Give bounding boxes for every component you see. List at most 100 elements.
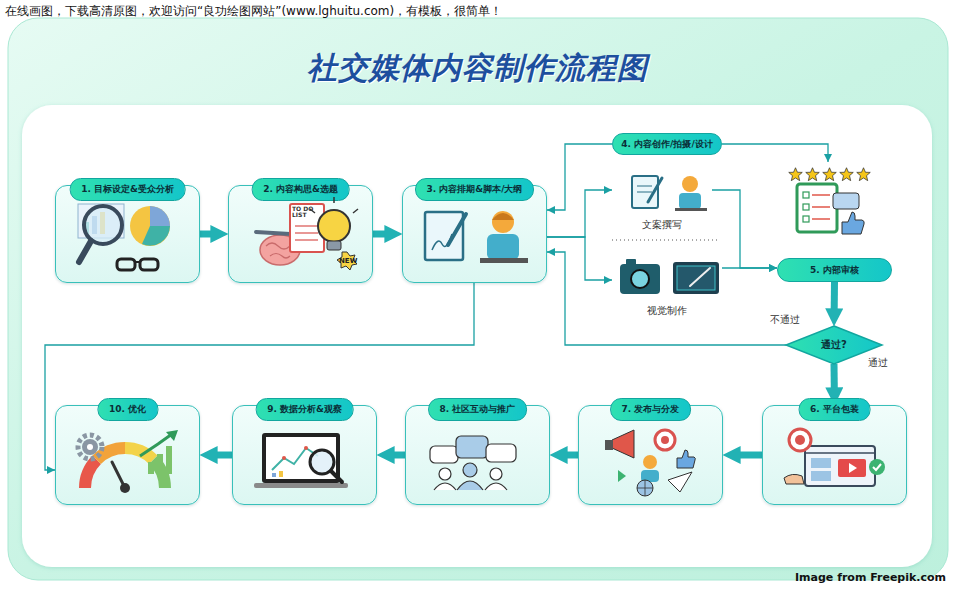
packaging-icon-part (869, 459, 885, 475)
idea-icon-part (266, 243, 290, 258)
clipboard-text: TO DO LIST (292, 206, 322, 218)
community-icon-part (456, 436, 488, 458)
optimise-icon-part (97, 448, 125, 460)
idea-icon-part (256, 232, 290, 234)
copywriting-icon-part (648, 178, 662, 202)
visual-icon (620, 259, 719, 294)
optimise-icon (78, 430, 178, 493)
flow-connector (547, 237, 612, 280)
optimise-icon-part (78, 435, 102, 459)
publish-icon-part (612, 430, 634, 458)
publish-icon-part (637, 480, 653, 496)
optimise-icon-part (120, 483, 130, 493)
block-arrow (831, 282, 838, 312)
idea-icon-part (318, 210, 350, 242)
analysis-icon-part (130, 206, 170, 246)
inner-panel-part (22, 105, 932, 567)
publish-icon-part (661, 436, 669, 444)
analysis-icon-part (84, 206, 122, 244)
step-card: 1. 目标设定&受众分析 (55, 185, 200, 283)
schedule-icon-part (492, 213, 514, 220)
optimise-icon-part (166, 430, 178, 441)
rating-icon-part (812, 194, 830, 196)
step-heading: 3. 内容排期&脚本/大纲 (415, 178, 535, 201)
rating-icon-part (833, 193, 859, 209)
optimise-icon-part (125, 448, 153, 460)
packaging-icon-part (838, 459, 866, 477)
schedule-icon-part (448, 214, 466, 245)
analysis-icon-part (117, 259, 135, 270)
packaging-icon-part (789, 429, 811, 451)
idea-icon-part (337, 252, 357, 270)
diagram-title: 社交媒体内容制作流程图 (0, 48, 955, 89)
community-icon-part (430, 446, 458, 463)
block-arrow (373, 231, 388, 238)
copywriting-icon-part (637, 192, 652, 193)
schedule-icon (425, 211, 528, 263)
idea-icon-part (295, 225, 318, 226)
step-heading: 6. 平台包装 (798, 398, 871, 421)
step-heading: 9. 数据分析&观察 (255, 398, 354, 421)
step-heading: 2. 内容构思&选题 (251, 178, 350, 201)
schedule-icon-part (480, 258, 528, 263)
block-arrow (564, 452, 578, 459)
step-heading: 1. 目标设定&受众分析 (69, 178, 186, 201)
analysis-icon-part (78, 204, 124, 238)
block-arrow (831, 364, 838, 391)
step-pill: 5. 内部审核 (777, 258, 892, 282)
block-arrow (214, 452, 232, 459)
analytics-icon-part (272, 473, 276, 477)
block-arrow (391, 452, 405, 459)
publish-icon-part (655, 430, 675, 450)
optimise-icon-part (140, 434, 172, 456)
packaging-icon-part (873, 464, 881, 470)
optimise-icon-part (82, 439, 98, 455)
decision-text: 通过? (786, 326, 882, 364)
step-card: 2. 内容构思&选题 (228, 185, 373, 283)
rating-icon-part (812, 206, 830, 208)
schedule-icon-part (432, 234, 452, 250)
community-icon-part (463, 463, 477, 477)
analytics-icon-part (272, 448, 318, 470)
optimise-icon-part (112, 462, 125, 488)
copywriting-icon-part (679, 193, 701, 209)
schedule-icon-part (492, 211, 514, 233)
step-card: 7. 发布与分发 (578, 405, 723, 505)
analysis-icon-part (135, 261, 140, 263)
community-icon-part (485, 483, 507, 490)
community-icon-part (439, 468, 451, 480)
community-icon-part (434, 483, 456, 490)
analytics-icon-part (331, 471, 342, 482)
community-icon-part (486, 444, 516, 462)
diamond-shape (786, 326, 882, 364)
idea-icon-part (353, 209, 358, 213)
step-heading: 10. 优化 (97, 398, 158, 421)
flow-connector (547, 144, 612, 210)
analytics-icon-part (310, 450, 334, 474)
visual-icon-part (677, 266, 715, 290)
icon-group: 视觉制作 (612, 258, 722, 318)
step-card: 10. 优化 (55, 405, 200, 505)
rating-icon-part (803, 216, 809, 222)
inner-panel (22, 105, 932, 567)
packaging-icon-part (805, 446, 875, 486)
rating-icon-part (797, 184, 837, 232)
visual-icon-part (626, 259, 636, 265)
optimise-icon-part (85, 460, 97, 488)
rating-icon-part (789, 168, 803, 181)
rating-icon-part (823, 168, 837, 181)
step-heading: 5. 内部审核 (810, 264, 859, 277)
flow-connector (712, 190, 777, 268)
publish-icon (605, 430, 695, 496)
publish-icon-part (668, 472, 692, 492)
analysis-icon-part (142, 226, 170, 246)
rating-pointer (722, 144, 828, 162)
step-heading: 4. 内容创作/拍摄/设计 (621, 138, 712, 151)
step-heading: 8. 社区互动与推广 (428, 398, 528, 421)
schedule-icon-part (487, 234, 519, 260)
optimise-icon-part (153, 460, 165, 488)
optimise-icon-part (87, 444, 93, 450)
